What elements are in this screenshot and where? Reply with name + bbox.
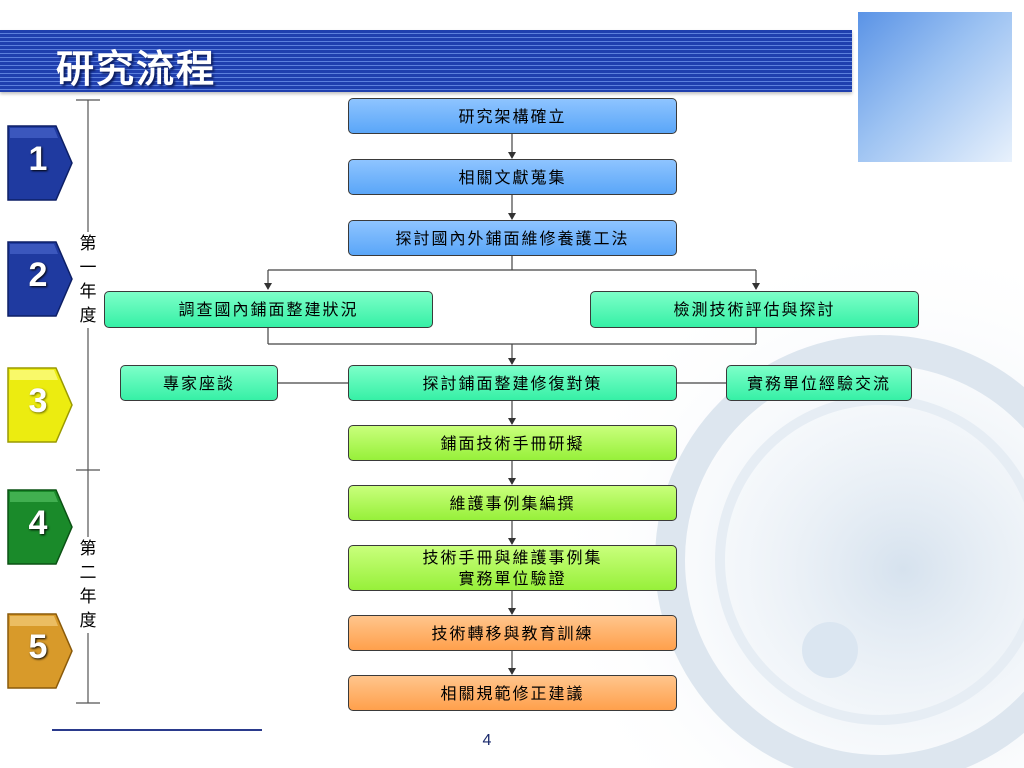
flow-box-verification: 技術手冊與維護事例集 實務單位驗證 (348, 545, 677, 591)
flow-box-framework: 研究架構確立 (348, 98, 677, 134)
step-number: 3 (28, 382, 48, 420)
footer-divider (52, 729, 262, 731)
step-badge-3: 3 (6, 366, 74, 444)
flow-box-regulation: 相關規範修正建議 (348, 675, 677, 711)
corner-decoration (858, 12, 1012, 162)
flow-box-strategy: 探討鋪面整建修復對策 (348, 365, 677, 401)
flow-box-literature: 相關文獻蒐集 (348, 159, 677, 195)
flow-box-survey: 調查國內鋪面整建狀況 (104, 291, 433, 328)
step-badge-1: 1 (6, 124, 74, 202)
step-number: 4 (28, 504, 48, 542)
flow-box-exchange: 實務單位經驗交流 (726, 365, 912, 401)
step-number: 2 (28, 256, 48, 294)
page-title: 研究流程 (56, 46, 217, 91)
step-badge-2: 2 (6, 240, 74, 318)
page-number: 4 (482, 732, 492, 749)
flow-box-evaluation: 檢測技術評估與探討 (590, 291, 919, 328)
step-badge-4: 4 (6, 488, 74, 566)
flow-box-expert: 專家座談 (120, 365, 278, 401)
step-number: 5 (28, 628, 48, 666)
title-banner (0, 30, 852, 92)
year-label-first: 第 一 年 度 (77, 232, 99, 328)
step-badge-5: 5 (6, 612, 74, 690)
flow-box-cases: 維護事例集編撰 (348, 485, 677, 521)
year-label-second: 第 二 年 度 (77, 537, 99, 633)
flow-box-manual: 鋪面技術手冊研擬 (348, 425, 677, 461)
step-number: 1 (28, 140, 48, 178)
flow-box-training: 技術轉移與教育訓練 (348, 615, 677, 651)
flow-box-methods: 探討國內外鋪面維修養護工法 (348, 220, 677, 256)
